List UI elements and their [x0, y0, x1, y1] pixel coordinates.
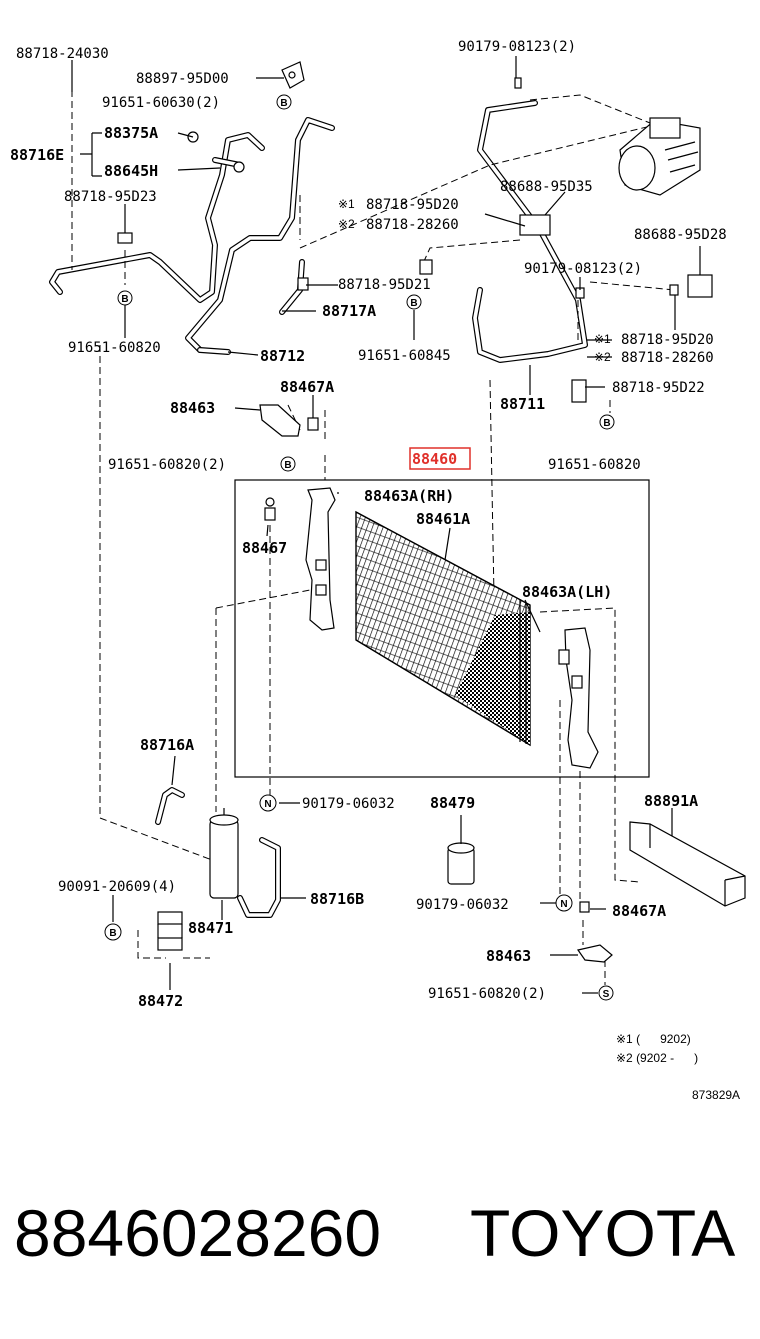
label-91651-60820-left: 91651-60820 [68, 340, 161, 356]
svg-text:B: B [284, 460, 291, 471]
label-91651-60630: 91651-60630(2) [102, 95, 220, 111]
circle-b-2: B [117, 290, 133, 306]
label-88463a-lh: 88463A(LH) [522, 583, 612, 601]
mark-2-b: ※2 [594, 350, 611, 364]
circle-n-2: N [555, 894, 573, 912]
pipe-88712 [185, 117, 335, 355]
mark-2-a: ※2 [338, 217, 355, 231]
label-88716b: 88716B [310, 890, 364, 908]
label-88718-95d20-b: 88718-95D20 [621, 332, 714, 348]
label-90091-20609: 90091-20609(4) [58, 879, 176, 895]
label-88467a-bottom: 88467A [612, 902, 666, 920]
footer-brand: TOYOTA [470, 1196, 735, 1270]
svg-text:B: B [603, 418, 610, 429]
pipe-88716e [49, 132, 265, 303]
svg-text:N: N [560, 899, 567, 910]
seal-88891a [629, 821, 746, 907]
label-90179-06032-b: 90179-06032 [416, 897, 509, 913]
label-88718-28260-a: 88718-28260 [366, 217, 459, 233]
label-88688-95d35: 88688-95D35 [500, 179, 593, 195]
circle-n-1: N [259, 794, 277, 812]
circle-b-4: B [280, 456, 296, 472]
svg-text:N: N [264, 799, 271, 810]
pipe-88716a [155, 787, 185, 825]
mark-1-a: ※1 [338, 197, 355, 211]
label-88897-95d00: 88897-95D00 [136, 71, 229, 87]
note-1: ※1 ( 9202) [616, 1032, 691, 1046]
condenser-88461a [355, 510, 531, 747]
part-88460-highlight[interactable]: 88460 [409, 447, 471, 470]
label-88467a-top: 88467A [280, 378, 334, 396]
label-91651-60845: 91651-60845 [358, 348, 451, 364]
circle-b-1: B [276, 94, 292, 110]
pipe-88711 [472, 100, 588, 363]
circle-b-3: B [406, 294, 422, 310]
circle-s-1: S [598, 985, 614, 1001]
svg-text:S: S [603, 989, 610, 1000]
label-88891a: 88891A [644, 792, 698, 810]
bracket-88472 [157, 911, 183, 951]
label-88717a: 88717A [322, 302, 376, 320]
label-88463-top: 88463 [170, 399, 215, 417]
label-90179-06032-a: 90179-06032 [302, 796, 395, 812]
label-88718-28260-b: 88718-28260 [621, 350, 714, 366]
label-88375a: 88375A [104, 124, 158, 142]
bracket-88463-bottom [576, 901, 613, 963]
label-88712: 88712 [260, 347, 305, 365]
label-90179-08123-top: 90179-08123(2) [458, 39, 576, 55]
label-88688-95d28: 88688-95D28 [634, 227, 727, 243]
label-88716a: 88716A [140, 736, 194, 754]
label-88471: 88471 [188, 919, 233, 937]
label-88467: 88467 [242, 539, 287, 557]
label-88718-95d23: 88718-95D23 [64, 189, 157, 205]
label-91651-60820-right: 91651-60820 [548, 457, 641, 473]
compressor [618, 117, 701, 196]
label-88718-95d21: 88718-95D21 [338, 277, 431, 293]
clamp-88897-95d00 [281, 61, 305, 89]
pipe-88716b [237, 837, 281, 918]
footer-part-number: 8846028260 [14, 1196, 381, 1270]
condenser-box [234, 479, 650, 778]
label-88479: 88479 [430, 794, 475, 812]
label-88463-bottom: 88463 [486, 947, 531, 965]
label-91651-60820-2: 91651-60820(2) [108, 457, 226, 473]
svg-text:B: B [410, 298, 417, 309]
leader-lines [71, 56, 701, 994]
label-88472: 88472 [138, 992, 183, 1010]
label-88716e: 88716E [10, 146, 64, 164]
svg-text:B: B [280, 98, 287, 109]
note-2: ※2 (9202 - ) [616, 1051, 698, 1065]
label-88718-95d22: 88718-95D22 [612, 380, 705, 396]
desiccant-88479 [447, 842, 475, 885]
label-88718-95d20-a: 88718-95D20 [366, 197, 459, 213]
circle-b-6: B [104, 923, 122, 941]
bracket-88463a-lh [558, 627, 599, 769]
svg-text:B: B [109, 928, 116, 939]
label-88718-24030: 88718-24030 [16, 46, 109, 62]
circle-b-5: B [599, 414, 615, 430]
label-88463a-rh: 88463A(RH) [364, 487, 454, 505]
label-90179-08123-right: 90179-08123(2) [524, 261, 642, 277]
label-88460[interactable]: 88460 [412, 450, 457, 468]
label-88711: 88711 [500, 395, 545, 413]
bracket-88463-top [259, 404, 319, 437]
label-88461a: 88461A [416, 510, 470, 528]
receiver-88471 [209, 808, 239, 899]
label-88645h: 88645H [104, 162, 158, 180]
svg-text:B: B [121, 294, 128, 305]
bracket-88463a-rh [264, 487, 336, 631]
label-91651-60820-bottom: 91651-60820(2) [428, 986, 546, 1002]
drawing-number: 873829A [692, 1088, 740, 1102]
mark-1-b: ※1 [594, 332, 611, 346]
small-fittings [117, 77, 713, 403]
